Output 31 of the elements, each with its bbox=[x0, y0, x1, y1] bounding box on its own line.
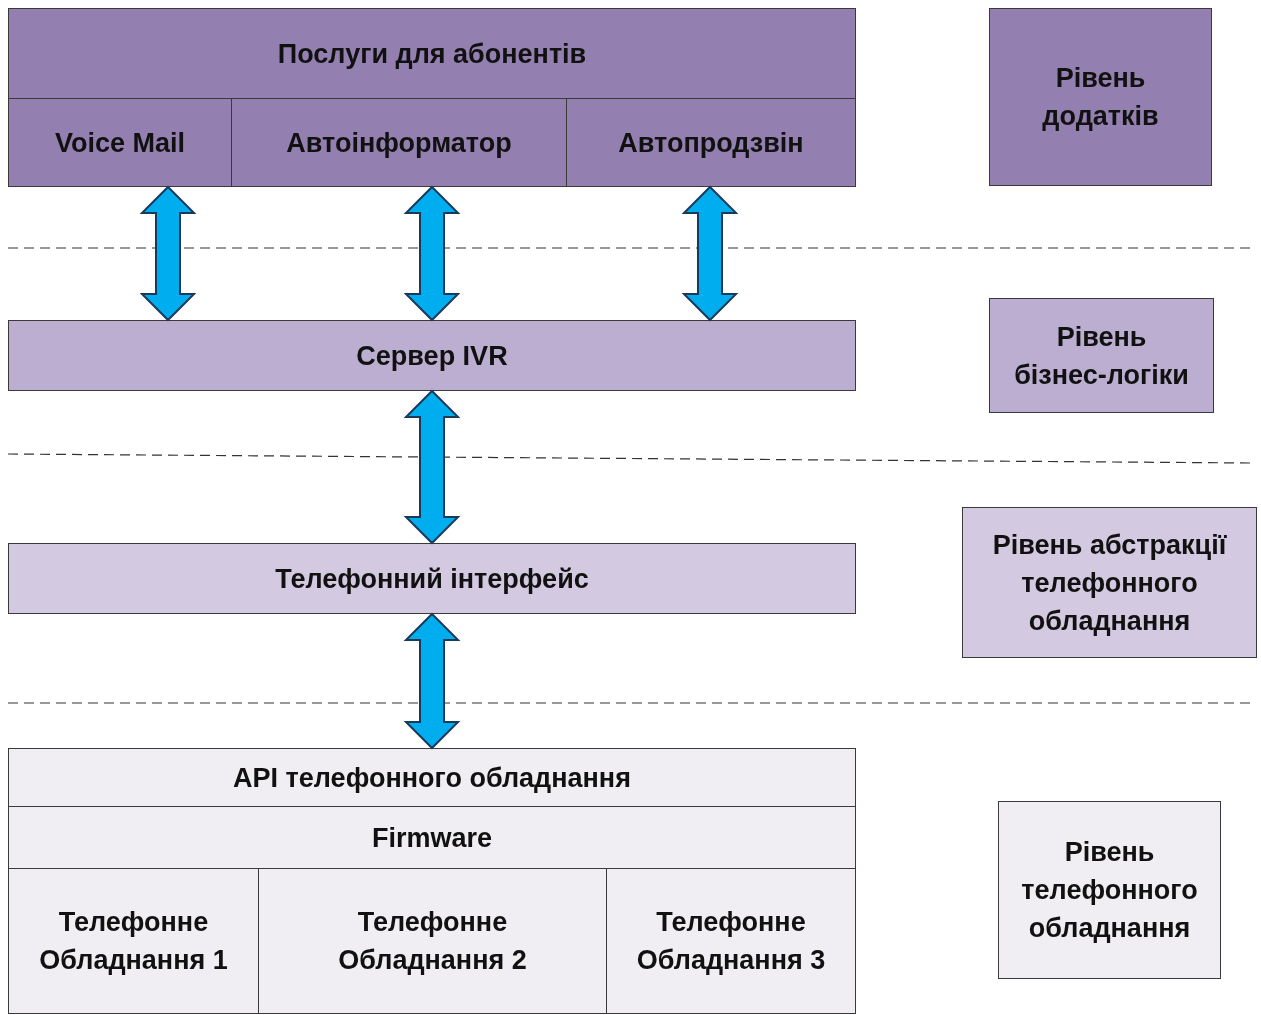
process-box bbox=[989, 298, 1214, 413]
box-label: Телефонне Обладнання 1 bbox=[38, 906, 229, 977]
double-arrow bbox=[403, 612, 461, 750]
process-box bbox=[8, 543, 856, 614]
process-box bbox=[231, 98, 567, 187]
process-box bbox=[566, 98, 856, 187]
box-label: Рівень абстракції телефонного обладнання bbox=[991, 528, 1228, 638]
box-label: Автоінформатор bbox=[286, 126, 512, 160]
box-label: Firmware bbox=[371, 821, 493, 855]
box-label: Voice Mail bbox=[54, 126, 185, 160]
process-box bbox=[989, 8, 1212, 186]
box-label: Телефонне Обладнання 3 bbox=[635, 906, 827, 977]
process-box bbox=[998, 801, 1221, 979]
double-arrow bbox=[139, 185, 197, 322]
box-label: Сервер IVR bbox=[356, 339, 508, 373]
double-arrow bbox=[681, 185, 739, 322]
process-box bbox=[962, 507, 1257, 658]
box-label: Автопродзвін bbox=[618, 126, 804, 160]
process-box bbox=[8, 748, 856, 1013]
box-label: API телефонного обладнання bbox=[232, 762, 632, 795]
process-box bbox=[8, 98, 232, 187]
box-label: Телефонний інтерфейс bbox=[275, 562, 589, 596]
box-label: Телефонне Обладнання 2 bbox=[337, 906, 528, 977]
box-label: Рівень додатків bbox=[1041, 62, 1160, 133]
box-label: Рівень бізнес-логіки bbox=[1013, 320, 1190, 392]
process-box bbox=[8, 8, 856, 186]
double-arrow bbox=[403, 389, 461, 545]
box-label: Рівень телефонного обладнання bbox=[1020, 836, 1199, 945]
double-arrow bbox=[403, 185, 461, 322]
box-label: Послуги для абонентів bbox=[276, 38, 588, 71]
process-box bbox=[8, 320, 856, 391]
